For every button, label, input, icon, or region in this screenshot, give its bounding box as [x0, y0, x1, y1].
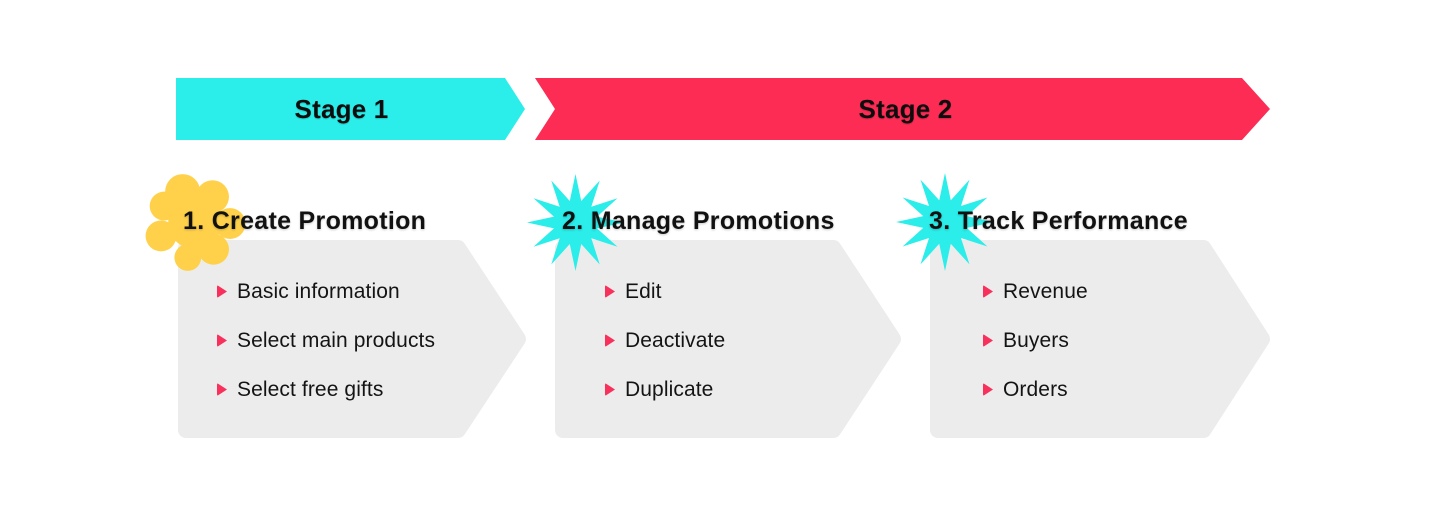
list-item-label: Deactivate — [625, 328, 726, 352]
triangle-bullet-icon — [605, 334, 615, 347]
list-item: Basic information — [217, 267, 528, 316]
list-item-label: Revenue — [1003, 279, 1088, 303]
triangle-bullet-icon — [983, 383, 993, 396]
list-item-label: Duplicate — [625, 377, 714, 401]
create-promotion-items: Basic information Select main products S… — [178, 240, 528, 414]
list-item-label: Buyers — [1003, 328, 1069, 352]
list-item: Orders — [983, 365, 1272, 414]
manage-promotions-card: Edit Deactivate Duplicate — [555, 240, 903, 438]
arrow-card-shape — [555, 240, 902, 438]
arrow-card-shape — [178, 240, 526, 438]
list-item: Buyers — [983, 316, 1272, 365]
track-performance-card: Revenue Buyers Orders — [930, 240, 1272, 438]
manage-promotions-items: Edit Deactivate Duplicate — [555, 240, 903, 414]
triangle-bullet-icon — [605, 383, 615, 396]
list-item: Select free gifts — [217, 365, 528, 414]
list-item: Select main products — [217, 316, 528, 365]
triangle-bullet-icon — [217, 285, 227, 298]
triangle-bullet-icon — [217, 383, 227, 396]
create-promotion-card: Basic information Select main products S… — [178, 240, 528, 438]
list-item-label: Edit — [625, 279, 662, 303]
card-1-title: 1. Create Promotion — [183, 207, 427, 235]
list-item-label: Select main products — [237, 328, 436, 352]
stage-1-label: Stage 1 — [294, 93, 389, 124]
list-item-label: Orders — [1003, 377, 1068, 401]
track-performance-items: Revenue Buyers Orders — [930, 240, 1272, 414]
list-item: Deactivate — [605, 316, 903, 365]
triangle-bullet-icon — [983, 285, 993, 298]
list-item: Duplicate — [605, 365, 903, 414]
triangle-bullet-icon — [983, 334, 993, 347]
triangle-bullet-icon — [605, 285, 615, 298]
list-item: Edit — [605, 267, 903, 316]
arrow-card-shape — [930, 240, 1271, 438]
card-2-title: 2. Manage Promotions — [562, 207, 835, 235]
card-3-title: 3. Track Performance — [929, 207, 1188, 235]
stage-2-banner: Stage 2 — [535, 78, 1270, 140]
triangle-bullet-icon — [217, 334, 227, 347]
list-item-label: Select free gifts — [237, 377, 384, 401]
stage-1-banner: Stage 1 — [176, 78, 525, 140]
stage-2-label: Stage 2 — [858, 93, 953, 124]
list-item: Revenue — [983, 267, 1272, 316]
list-item-label: Basic information — [237, 279, 400, 303]
